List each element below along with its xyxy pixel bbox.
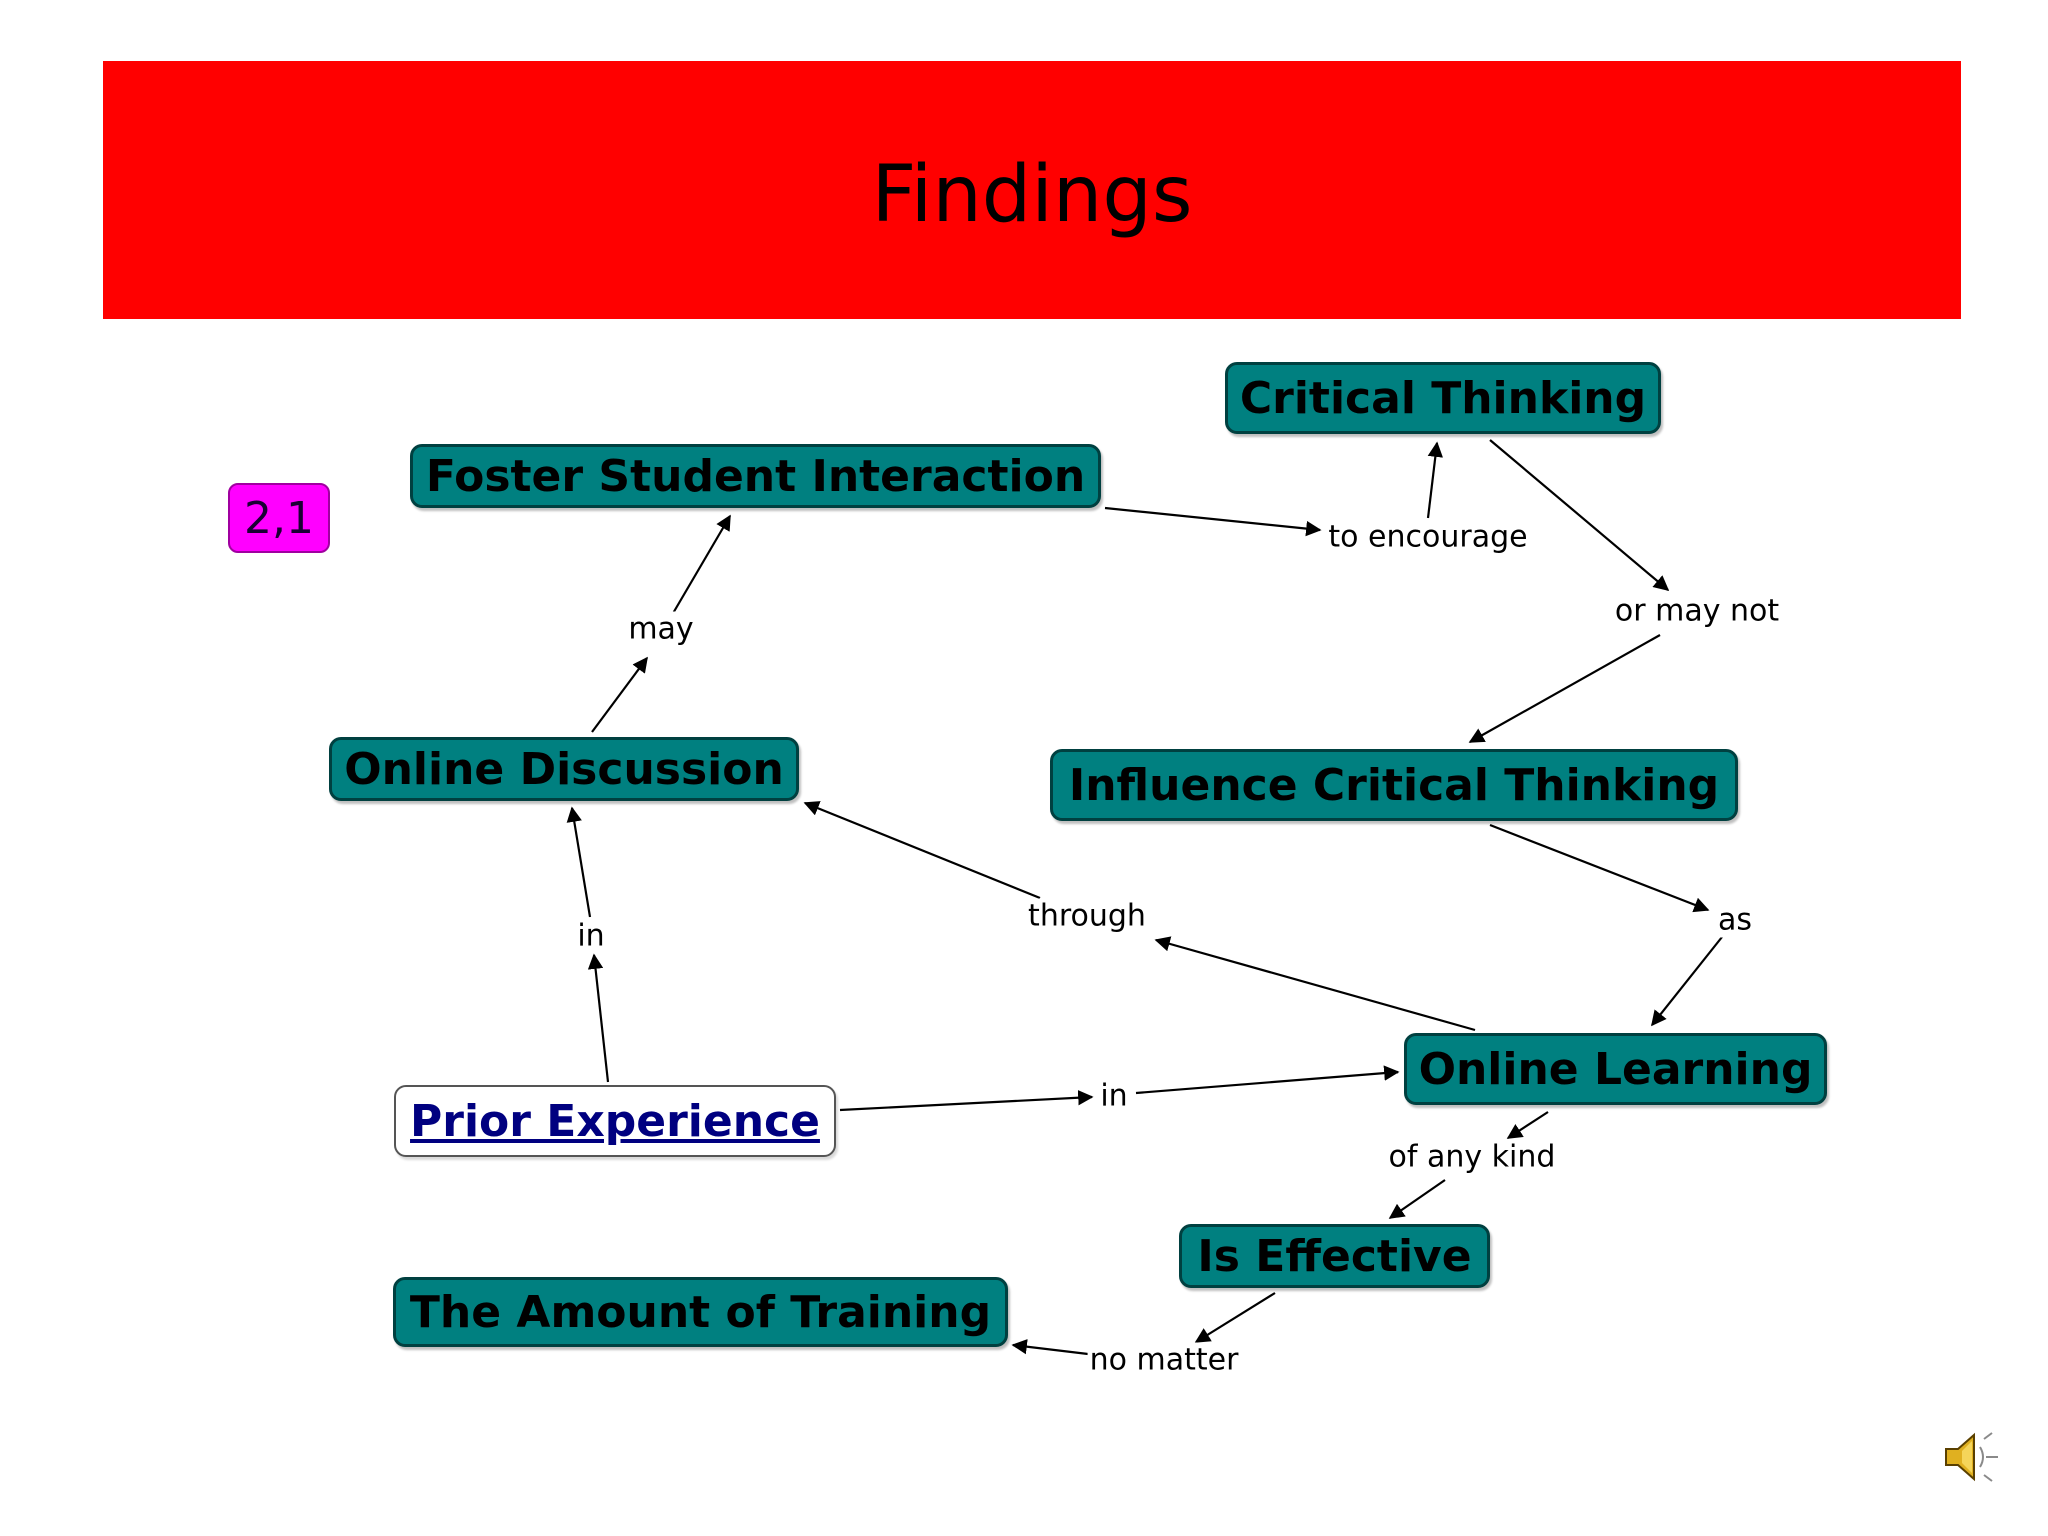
speaker-icon[interactable] — [1940, 1425, 2004, 1489]
concept-influence-critical-thinking[interactable]: Influence Critical Thinking — [1050, 749, 1738, 821]
concept-online-discussion[interactable]: Online Discussion — [329, 737, 799, 801]
link-to-encourage: to encourage — [1326, 519, 1530, 555]
concept-is-effective[interactable]: Is Effective — [1179, 1224, 1490, 1288]
edge-critical-to-maynot — [1489, 439, 1670, 591]
edge-learning-to-anykind — [1506, 1111, 1549, 1139]
link-or-may-not: or may not — [1612, 593, 1782, 629]
concept-foster-student-interaction[interactable]: Foster Student Interaction — [410, 444, 1101, 508]
edge-anykind-to-effective — [1388, 1179, 1446, 1219]
edge-effective-to-nomatter — [1194, 1292, 1276, 1343]
link-no-matter: no matter — [1087, 1342, 1241, 1378]
slide-title: Findings — [871, 150, 1193, 240]
edge-as-to-learning — [1651, 936, 1723, 1027]
edge-nomatter-to-training — [1011, 1339, 1089, 1356]
edge-in-to-learning — [1135, 1065, 1400, 1095]
edge-learning-to-through — [1154, 936, 1476, 1032]
concept-online-learning[interactable]: Online Learning — [1404, 1033, 1827, 1105]
edge-prior-to-in-vertical — [587, 953, 610, 1083]
title-bar: Findings — [103, 61, 1961, 319]
link-of-any-kind: of any kind — [1386, 1139, 1558, 1175]
edge-foster-to-encourage — [1104, 506, 1322, 537]
edge-maynot-to-influence — [1468, 634, 1661, 743]
link-as: as — [1715, 902, 1755, 938]
edge-influence-to-as — [1489, 823, 1710, 913]
link-in-horizontal: in — [1098, 1078, 1130, 1114]
concept-amount-of-training[interactable]: The Amount of Training — [393, 1277, 1008, 1347]
concept-prior-experience[interactable]: Prior Experience — [394, 1085, 836, 1157]
edge-encourage-to-critical — [1426, 441, 1443, 519]
edge-through-to-discussion — [803, 801, 1041, 900]
concept-critical-thinking[interactable]: Critical Thinking — [1225, 362, 1661, 434]
link-through: through — [1026, 898, 1148, 934]
edge-in-to-discussion — [566, 806, 592, 918]
edge-prior-to-in-horizontal — [839, 1090, 1094, 1112]
link-in-vertical: in — [575, 918, 607, 954]
edge-may-to-foster — [671, 514, 731, 616]
link-may: may — [626, 611, 696, 647]
slide-badge: 2,1 — [228, 483, 330, 553]
edge-discussion-to-may — [591, 656, 648, 733]
